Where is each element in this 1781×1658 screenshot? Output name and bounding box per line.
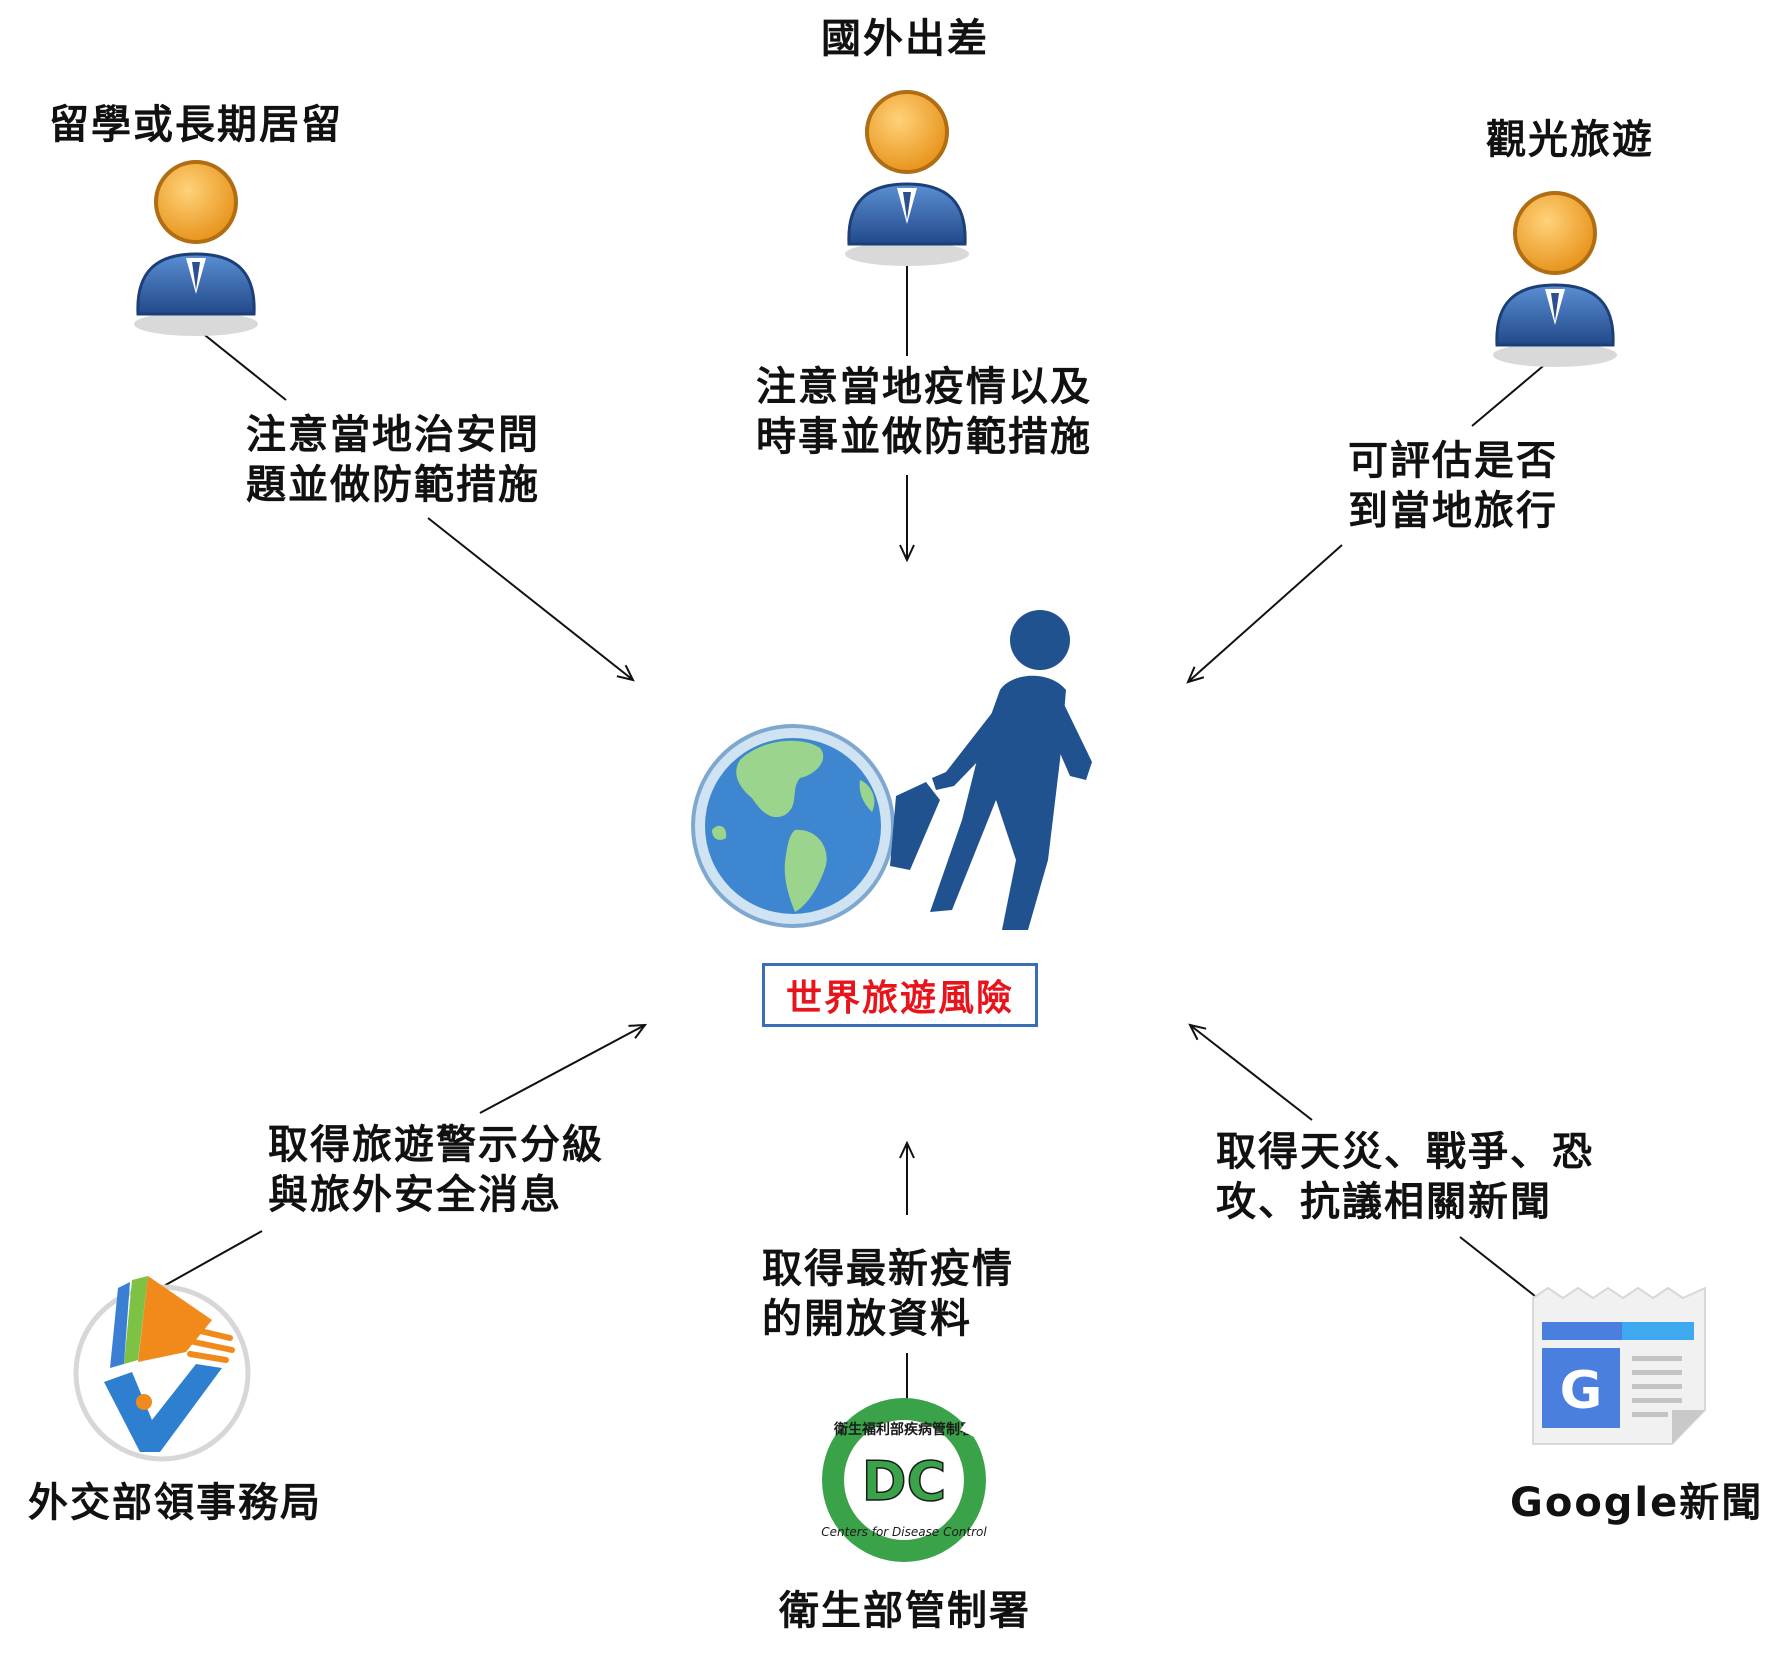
edge-text-study: 注意當地治安問 題並做防範措施 [246, 410, 540, 510]
edge-text-google: 取得天災、戰爭、恐 攻、抗議相關新聞 [1216, 1127, 1594, 1227]
google-news-mark: G [1560, 1361, 1603, 1421]
edge-text-mofa-line1: 取得旅遊警示分級 [268, 1122, 604, 1168]
center-label-box: 世界旅遊風險 [762, 963, 1038, 1027]
edge-line-study-top [195, 327, 287, 401]
center-label: 世界旅遊風險 [785, 978, 1014, 1019]
node-label-study: 留學或長期居留 [49, 102, 343, 148]
google-news-icon: G [1532, 1286, 1706, 1445]
person-icon-study [132, 160, 260, 338]
node-label-business: 國外出差 [821, 16, 989, 62]
node-label-tourism: 觀光旅遊 [1486, 117, 1654, 163]
globe-traveler-icon [691, 610, 1092, 930]
edge-text-study-line2: 題並做防範措施 [246, 462, 540, 508]
edge-text-cdc-line1: 取得最新疫情 [762, 1246, 1014, 1292]
edge-line-google-bottom [1459, 1236, 1541, 1301]
edge-text-business: 注意當地疫情以及 時事並做防範措施 [756, 362, 1092, 462]
edge-text-google-line2: 攻、抗議相關新聞 [1216, 1179, 1552, 1225]
consular-affairs-logo [73, 1276, 251, 1462]
person-icon-tourism [1491, 191, 1619, 369]
edge-text-tourism-line2: 到當地旅行 [1348, 488, 1558, 534]
edge-line-mofa-bottom [161, 1230, 263, 1288]
cdc-logo-bottom-text: Centers for Disease Control [821, 1525, 987, 1539]
person-icon-business [843, 90, 971, 268]
edge-text-mofa: 取得旅遊警示分級 與旅外安全消息 [268, 1120, 604, 1220]
node-label-cdc: 衛生部管制署 [779, 1588, 1031, 1634]
edge-text-business-line1: 注意當地疫情以及 [756, 364, 1092, 410]
edge-arrow-mofa [479, 1023, 648, 1114]
cdc-logo-mark: DC [862, 1450, 946, 1513]
node-label-mofa: 外交部領事務局 [28, 1480, 322, 1526]
cdc-logo: 衛生福利部疾病管制署 DC Centers for Disease Contro… [821, 1398, 987, 1562]
edge-text-cdc-line2: 的開放資料 [762, 1296, 972, 1342]
edge-text-google-line1: 取得天災、戰爭、恐 [1216, 1129, 1594, 1175]
edge-text-study-line1: 注意當地治安問 [246, 412, 540, 458]
edge-text-mofa-line2: 與旅外安全消息 [268, 1172, 562, 1218]
edge-arrow-study [427, 517, 635, 682]
edge-arrow-google [1188, 1023, 1313, 1121]
edge-text-tourism-line1: 可評估是否 [1348, 438, 1558, 484]
edge-arrow-tourism [1186, 544, 1343, 684]
edge-text-cdc: 取得最新疫情 的開放資料 [762, 1244, 1014, 1344]
edge-text-tourism: 可評估是否 到當地旅行 [1348, 436, 1558, 536]
cdc-logo-top-text: 衛生福利部疾病管制署 [833, 1421, 974, 1438]
edge-line-tourism-top [1471, 355, 1556, 427]
edge-text-business-line2: 時事並做防範措施 [756, 414, 1092, 460]
node-label-google: Google新聞 [1510, 1480, 1764, 1526]
